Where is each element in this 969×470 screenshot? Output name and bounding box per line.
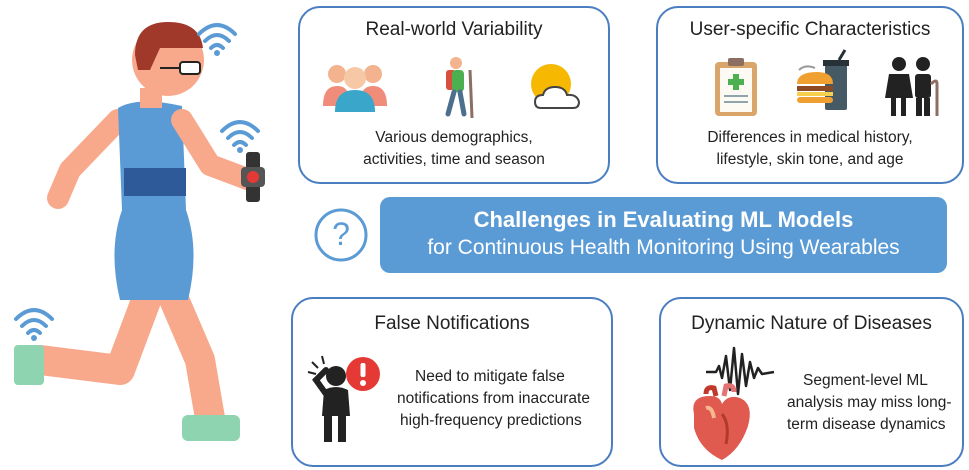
wifi-icon	[14, 308, 54, 341]
box-title: Dynamic Nature of Diseases	[691, 313, 932, 334]
box-text-line: Various demographics,	[375, 129, 533, 146]
box-text-line: analysis may miss long-	[787, 394, 952, 411]
wifi-icon	[197, 23, 237, 56]
wifi-icon	[220, 120, 260, 153]
banner-title-line2: for Continuous Health Monitoring Using W…	[427, 236, 900, 259]
box-text-line: Need to mitigate false	[415, 368, 565, 385]
svg-text:?: ?	[332, 216, 350, 252]
banner-title-line1: Challenges in Evaluating ML Models	[473, 207, 854, 232]
box-text-line: lifestyle, skin tone, and age	[716, 151, 904, 168]
stressed-person-icon	[307, 355, 350, 442]
false-notifications-box: False Notifications Need to mitigate fal…	[291, 297, 613, 467]
heart-icon	[693, 383, 750, 460]
box-title: Real-world Variability	[365, 19, 543, 40]
box-text-line: notifications from inaccurate	[397, 390, 590, 407]
hiker-icon	[445, 57, 474, 119]
junk-food-icon	[797, 49, 849, 110]
box-text-line: high-frequency predictions	[400, 412, 582, 429]
clipboard-icon	[715, 58, 757, 116]
runner-figure	[14, 22, 261, 441]
smartwatch-icon	[241, 152, 265, 202]
box-title: User-specific Characteristics	[689, 19, 931, 40]
box-text-line: term disease dynamics	[787, 416, 946, 433]
question-icon: ?	[314, 208, 368, 262]
ecg-wave-icon	[706, 346, 775, 396]
box-text-line: activities, time and season	[363, 151, 545, 168]
alert-icon	[346, 357, 380, 391]
elderly-couple-icon	[885, 57, 939, 116]
box-text-line: Segment-level ML	[803, 372, 928, 389]
sun-cloud-icon	[531, 64, 581, 109]
title-banner: Challenges in Evaluating ML Models for C…	[380, 197, 947, 273]
box-title: False Notifications	[374, 313, 530, 334]
people-group-icon	[323, 65, 387, 112]
box-text-line: Differences in medical history,	[707, 129, 913, 146]
